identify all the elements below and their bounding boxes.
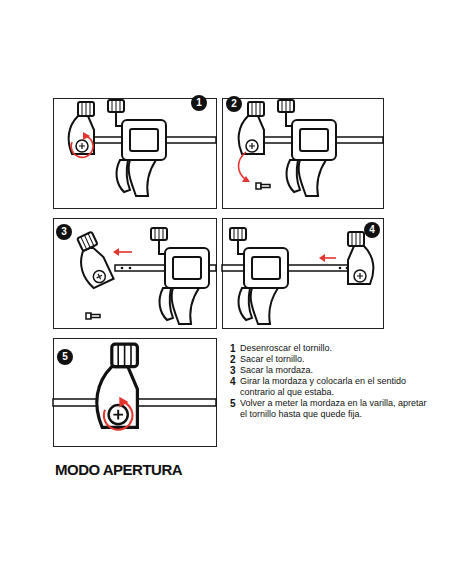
- callout-number: 5: [57, 349, 73, 365]
- step-number: 2: [230, 354, 240, 365]
- instruction-text: Sacar el tornillo.: [240, 354, 435, 365]
- step-number: 5: [230, 398, 240, 420]
- instruction-row: 3Sacar la mordaza.: [230, 365, 435, 376]
- callout-number: 1: [191, 95, 207, 111]
- instruction-text: Volver a meter la mordaza en la varilla,…: [240, 398, 435, 420]
- instruction-row: 2Sacar el tornillo.: [230, 354, 435, 365]
- callout-number: 3: [56, 224, 72, 240]
- step-number: 1: [230, 343, 240, 354]
- instruction-text: Sacar la mordaza.: [240, 365, 435, 376]
- instruction-row: 1Desenroscar el tornillo.: [230, 343, 435, 354]
- callout-number: 2: [226, 96, 242, 112]
- step-number: 3: [230, 365, 240, 376]
- title: MODO APERTURA: [55, 461, 182, 478]
- step-number: 4: [230, 376, 240, 398]
- callout-number: 4: [364, 222, 380, 238]
- instruction-text: Girar la mordaza y colocarla en el senti…: [240, 376, 435, 398]
- instruction-row: 5Volver a meter la mordaza en la varilla…: [230, 398, 435, 420]
- instruction-text: Desenroscar el tornillo.: [240, 343, 435, 354]
- instruction-row: 4Girar la mordaza y colocarla en el sent…: [230, 376, 435, 398]
